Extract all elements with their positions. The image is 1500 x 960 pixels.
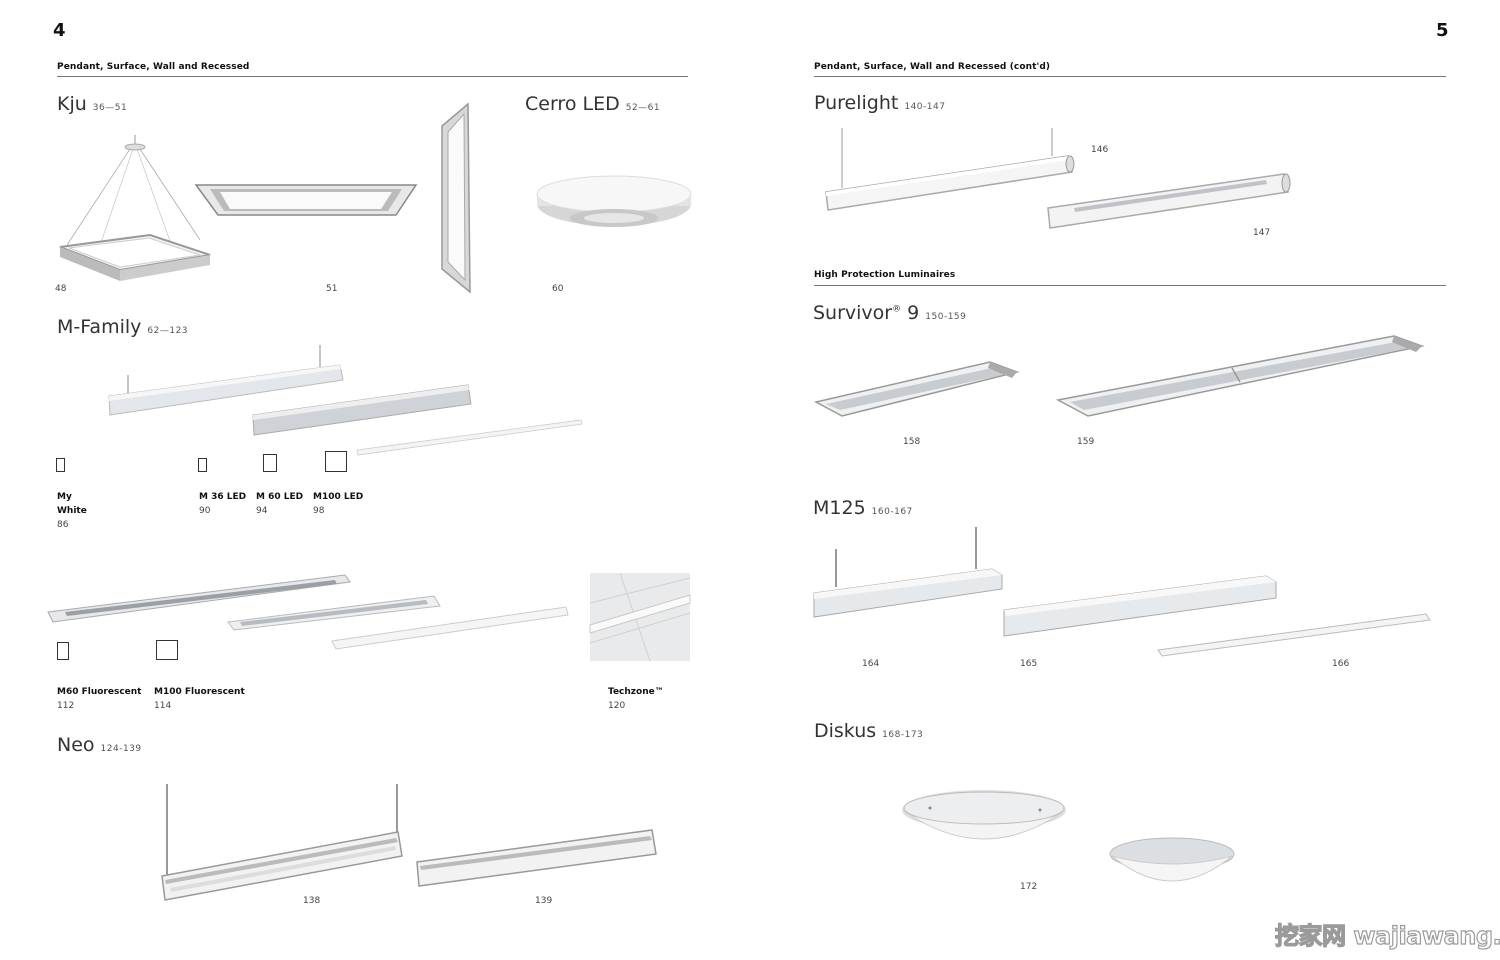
section-rule-left bbox=[57, 76, 688, 77]
m-family-pendant-image bbox=[108, 345, 344, 416]
section-rule-right bbox=[814, 76, 1446, 77]
caption-60: 60 bbox=[552, 284, 564, 294]
survivor-159-image bbox=[1055, 335, 1425, 417]
caption-48: 48 bbox=[55, 284, 67, 294]
diskus-large-image bbox=[902, 790, 1066, 840]
profile-m100-led-icon bbox=[325, 451, 347, 472]
m125-recessed-image bbox=[1157, 613, 1431, 657]
purelight-surface-image bbox=[1047, 173, 1291, 229]
caption-166: 166 bbox=[1332, 659, 1350, 669]
m-family-recessed-image bbox=[356, 419, 583, 456]
caption-51: 51 bbox=[326, 284, 338, 294]
m-fluorescent-recessed-image bbox=[331, 606, 569, 650]
profile-m100-fluorescent-icon bbox=[156, 640, 178, 660]
caption-158: 158 bbox=[903, 437, 921, 447]
caption-164: 164 bbox=[862, 659, 880, 669]
section-title-left: Pendant, Surface, Wall and Recessed bbox=[57, 62, 250, 72]
label-m100-fluorescent: M100 Fluorescent 114 bbox=[154, 687, 245, 711]
kju-wall-image bbox=[441, 102, 471, 294]
profile-m60-fluorescent-icon bbox=[57, 642, 69, 660]
m125-pendant-image bbox=[813, 527, 1003, 618]
cerro-led-image bbox=[536, 175, 692, 227]
m125-surface-image bbox=[1003, 575, 1277, 637]
m-family-surface-image bbox=[252, 384, 472, 436]
neo-pendant-image bbox=[161, 784, 403, 901]
section-title-right: Pendant, Surface, Wall and Recessed (con… bbox=[814, 62, 1051, 72]
profile-m36-led-icon bbox=[198, 458, 207, 472]
caption-138: 138 bbox=[303, 896, 321, 906]
caption-159: 159 bbox=[1077, 437, 1095, 447]
kju-pendant-image bbox=[59, 135, 211, 281]
neo-surface-image bbox=[416, 829, 657, 887]
purelight-pendant-image bbox=[825, 128, 1075, 211]
profile-m60-led-icon bbox=[263, 454, 277, 472]
section2-rule bbox=[814, 285, 1446, 286]
caption-139: 139 bbox=[535, 896, 553, 906]
page-number-left: 4 bbox=[53, 20, 66, 41]
label-m100-led: M100 LED 98 bbox=[313, 492, 364, 516]
diskus-small-image bbox=[1109, 837, 1235, 882]
kju-recessed-image bbox=[194, 184, 418, 216]
m100-fluorescent-image bbox=[227, 595, 441, 631]
section2-title: High Protection Luminaires bbox=[814, 270, 956, 280]
caption-147: 147 bbox=[1253, 228, 1271, 238]
caption-146: 146 bbox=[1091, 145, 1109, 155]
label-my-white: My White 86 bbox=[57, 492, 87, 530]
m60-fluorescent-image bbox=[47, 574, 351, 623]
caption-172: 172 bbox=[1020, 882, 1038, 892]
label-m60-led: M 60 LED 94 bbox=[256, 492, 304, 516]
caption-165: 165 bbox=[1020, 659, 1038, 669]
page-number-right: 5 bbox=[1436, 20, 1449, 41]
techzone-image bbox=[589, 572, 691, 662]
watermark: 挖家网 wajiawang.com bbox=[1274, 921, 1500, 950]
label-m60-fluorescent: M60 Fluorescent 112 bbox=[57, 687, 142, 711]
label-techzone: Techzone™ 120 bbox=[608, 687, 664, 711]
survivor-158-image bbox=[813, 361, 1020, 417]
profile-my-white-icon bbox=[56, 458, 65, 472]
label-m36-led: M 36 LED 90 bbox=[199, 492, 247, 516]
